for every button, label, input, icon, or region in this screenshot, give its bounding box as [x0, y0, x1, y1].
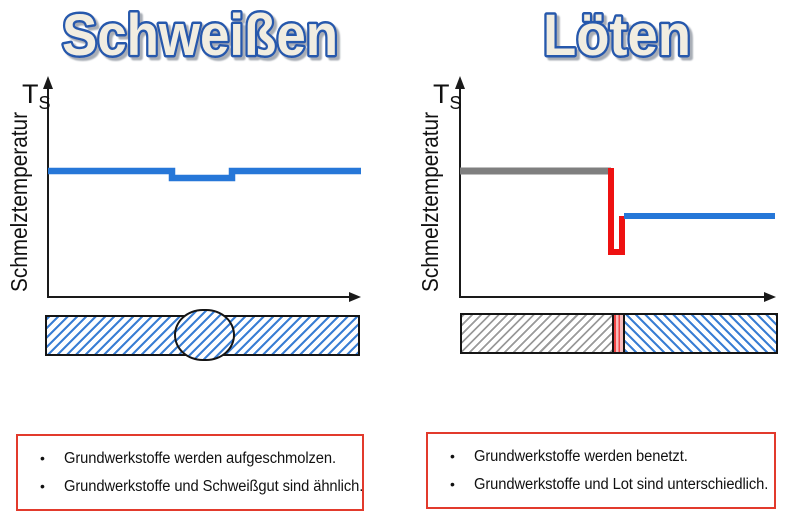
- bullet-icon: •: [40, 478, 45, 494]
- braze-solder-dip-line: [608, 168, 625, 255]
- braze-ts-t: T: [433, 79, 450, 109]
- braze-second-metal-segment: [625, 315, 776, 352]
- braze-note-row-1: • Grundwerkstoffe werden benetzt.: [436, 448, 766, 465]
- weld-y-axis-label: Schmelztemperatur: [6, 112, 32, 292]
- braze-y-axis-arrow-icon: [455, 76, 465, 89]
- bullet-icon: •: [40, 449, 45, 466]
- weld-ts-t: T: [22, 79, 39, 109]
- braze-y-axis-label: Schmelztemperatur: [417, 112, 443, 292]
- weld-note-text-2: Grundwerkstoffe und Schweißgut sind ähnl…: [64, 478, 364, 495]
- weld-nugget: [174, 309, 235, 361]
- braze-solder-strip: [612, 315, 625, 352]
- weld-note-box: • Grundwerkstoffe werden aufgeschmolzen.…: [16, 434, 364, 511]
- braze-ts-sub: S: [450, 93, 462, 113]
- braze-note-text-2: Grundwerkstoffe und Lot sind unterschied…: [474, 476, 769, 493]
- braze-graph: TS Schmelztemperatur: [417, 76, 776, 302]
- weld-y-axis-arrow-icon: [43, 76, 53, 89]
- bullet-icon: •: [450, 476, 455, 492]
- bullet-icon: •: [450, 447, 455, 464]
- weld-note-row-2: • Grundwerkstoffe und Schweißgut sind äh…: [26, 478, 363, 495]
- braze-ts-label: TS: [433, 79, 462, 113]
- weld-note-text-1: Grundwerkstoffe werden aufgeschmolzen.: [64, 449, 336, 467]
- braze-note-row-2: • Grundwerkstoffe und Lot sind unterschi…: [436, 476, 769, 493]
- braze-title: Löten: [543, 3, 691, 68]
- weld-melt-temperature-line: [48, 167, 361, 182]
- weld-title-art: Schweißen: [60, 1, 341, 71]
- braze-workpiece-bar: [460, 313, 778, 354]
- braze-title-art: Löten: [541, 1, 694, 71]
- weld-title: Schweißen: [62, 3, 338, 68]
- braze-note-text-1: Grundwerkstoffe werden benetzt.: [474, 447, 688, 465]
- braze-x-axis-arrow-icon: [764, 292, 776, 302]
- weld-ts-sub: S: [39, 93, 51, 113]
- braze-base-metal-segment: [462, 315, 612, 352]
- braze-note-box: • Grundwerkstoffe werden benetzt. • Grun…: [426, 432, 776, 509]
- weld-graph: TS Schmelztemperatur: [6, 76, 361, 302]
- weld-note-row-1: • Grundwerkstoffe werden aufgeschmolzen.: [26, 450, 354, 467]
- weld-x-axis-arrow-icon: [349, 292, 361, 302]
- weld-ts-label: TS: [22, 79, 51, 113]
